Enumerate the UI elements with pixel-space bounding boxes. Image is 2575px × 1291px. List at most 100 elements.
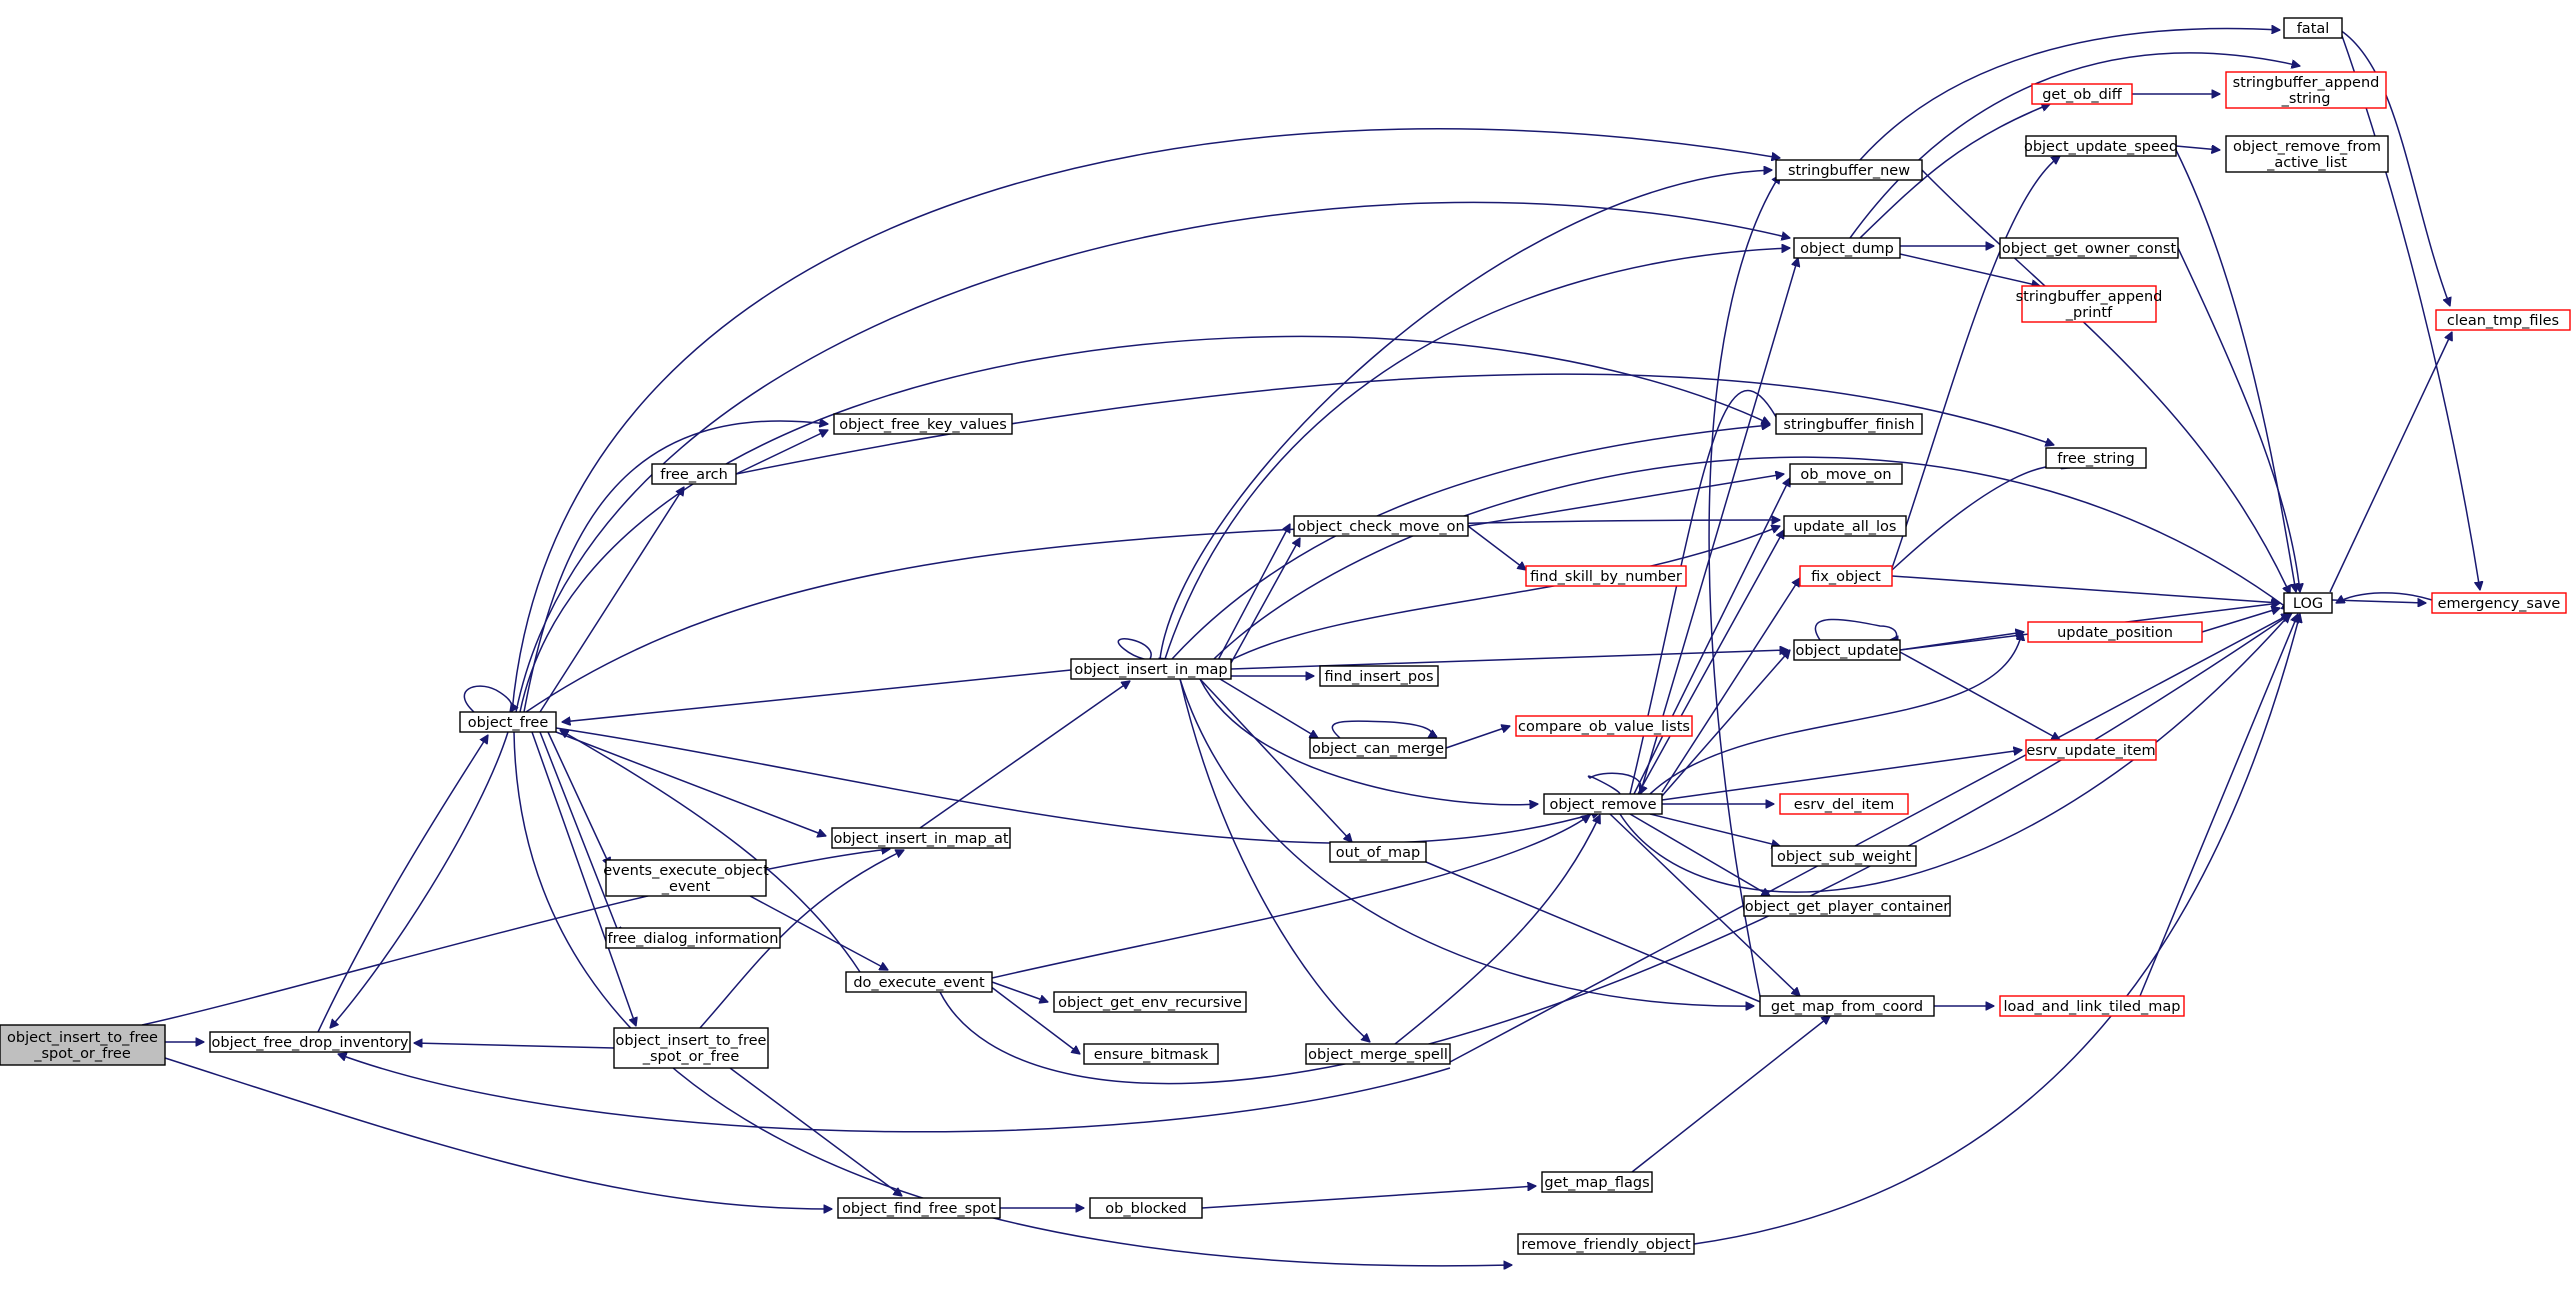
node-box	[2225, 71, 2387, 109]
node-sbas[interactable]: stringbuffer_append_string	[2225, 71, 2387, 109]
node-label: esrv_update_item	[2026, 743, 2155, 759]
node-box	[209, 1031, 411, 1053]
node-ou[interactable]: object_update	[1793, 639, 1901, 661]
node-omo[interactable]: ob_move_on	[1789, 463, 1903, 485]
edge-to-od	[1164, 248, 1790, 660]
edge-to-gmfc	[1425, 861, 1770, 1006]
node-up[interactable]: update_position	[2027, 621, 2203, 643]
node-oiima[interactable]: object_insert_in_map_at	[831, 827, 1011, 849]
node-label: update_all_los	[1794, 519, 1897, 535]
node-log[interactable]: LOG	[2283, 592, 2333, 614]
edge-to-gmfc	[1631, 1016, 1830, 1173]
node-label: fatal	[2297, 21, 2330, 37]
node-oiim[interactable]: object_insert_in_map	[1070, 658, 1232, 680]
edge-to-sbf	[519, 335, 1770, 713]
node-box	[1083, 1043, 1219, 1065]
edge-to-fs	[1891, 466, 2070, 571]
node-eeo[interactable]: events_execute_object_event	[603, 859, 769, 897]
node-rfo[interactable]: remove_friendly_object	[1517, 1233, 1695, 1255]
node-label: stringbuffer_new	[1788, 163, 1910, 179]
node-ofkv[interactable]: object_free_key_values	[833, 413, 1013, 435]
node-label: ob_move_on	[1800, 467, 1891, 483]
node-fdinf[interactable]: free_dialog_information	[605, 927, 781, 949]
edge-to-log	[2139, 614, 2298, 997]
node-label: free_dialog_information	[608, 931, 779, 947]
node-or[interactable]: object_remove	[1543, 793, 1663, 815]
edge-to-log	[1693, 614, 2300, 1245]
node-ogoc[interactable]: object_get_owner_const	[1999, 237, 2179, 259]
node-gmf[interactable]: get_map_flags	[1541, 1171, 1653, 1193]
edge-to-oger	[991, 981, 1048, 1002]
edge-to-eeo	[547, 731, 610, 866]
edge-to-of	[562, 669, 1072, 722]
edge-to-ctf	[2329, 332, 2452, 593]
node-oms[interactable]: object_merge_spell	[1305, 1043, 1451, 1065]
node-box	[2021, 285, 2157, 323]
node-oom[interactable]: out_of_map	[1329, 841, 1427, 863]
node-ous[interactable]: object_update_speed	[2024, 135, 2178, 157]
node-box	[1759, 995, 1935, 1017]
node-fdi[interactable]: object_free_drop_inventory	[209, 1031, 411, 1053]
node-fo[interactable]: fix_object	[1799, 565, 1893, 587]
node-fip[interactable]: find_insert_pos	[1319, 665, 1439, 687]
node-covl[interactable]: compare_ob_value_lists	[1515, 715, 1693, 737]
node-eb[interactable]: ensure_bitmask	[1083, 1043, 1219, 1065]
node-dee[interactable]: do_execute_event	[845, 971, 993, 993]
node-box	[0, 1024, 166, 1066]
node-label: LOG	[2293, 596, 2323, 612]
edge-to-es	[2331, 600, 2426, 603]
node-box	[1543, 793, 1663, 815]
node-god[interactable]: get_ob_diff	[2031, 83, 2133, 105]
node-box	[2225, 135, 2389, 173]
node-fatal[interactable]: fatal	[2283, 17, 2343, 39]
node-osw[interactable]: object_sub_weight	[1771, 845, 1917, 867]
node-label: emergency_save	[2438, 596, 2561, 612]
node-obb[interactable]: ob_blocked	[1089, 1197, 1203, 1219]
node-sbn[interactable]: stringbuffer_new	[1775, 159, 1923, 181]
node-lltm[interactable]: load_and_link_tiled_map	[1999, 995, 2185, 1017]
edge-to-oiima	[699, 850, 904, 1029]
node-label: object_free	[468, 715, 549, 731]
node-box	[1319, 665, 1439, 687]
edge-to-oiim	[1215, 524, 1290, 665]
node-fsbn[interactable]: find_skill_by_number	[1525, 565, 1687, 587]
node-fs[interactable]: free_string	[2045, 447, 2147, 469]
node-ocmo[interactable]: object_check_move_on	[1293, 515, 1469, 537]
node-ogpc[interactable]: object_get_player_container	[1743, 895, 1951, 917]
edge-to-up	[1899, 632, 2024, 651]
edge-to-ofkv	[523, 421, 828, 713]
node-eui[interactable]: esrv_update_item	[2025, 739, 2157, 761]
node-ocm[interactable]: object_can_merge	[1309, 737, 1447, 759]
node-box	[837, 1197, 1001, 1219]
node-es[interactable]: emergency_save	[2431, 592, 2567, 614]
node-of[interactable]: object_free	[459, 711, 557, 733]
node-root[interactable]: object_insert_to_free_spot_or_free	[0, 1024, 166, 1066]
node-orfal[interactable]: object_remove_from_active_list	[2225, 135, 2389, 173]
node-sbap[interactable]: stringbuffer_append_printf	[2016, 285, 2163, 323]
edge-to-offs	[729, 1067, 902, 1196]
edge-to-eb	[989, 985, 1080, 1054]
node-fa[interactable]: free_arch	[651, 463, 737, 485]
node-ctf[interactable]: clean_tmp_files	[2435, 309, 2571, 331]
node-label: load_and_link_tiled_map	[2004, 999, 2181, 1015]
node-offs[interactable]: object_find_free_spot	[837, 1197, 1001, 1219]
node-box	[1070, 658, 1232, 680]
node-od[interactable]: object_dump	[1793, 237, 1901, 259]
edge-to-god	[1859, 104, 2050, 239]
edge-to-log	[1194, 456, 2290, 680]
edge-to-log	[2336, 592, 2433, 603]
edge-to-sbap	[1899, 253, 2040, 286]
edge-to-sbn	[511, 128, 1780, 713]
edge-to-ual	[1637, 530, 1784, 795]
edge-to-od	[1639, 258, 1798, 795]
edge-to-oms	[1179, 678, 1370, 1042]
node-ual[interactable]: update_all_los	[1783, 515, 1907, 537]
node-oger[interactable]: object_get_env_recursive	[1053, 991, 1247, 1013]
edge-to-log	[1921, 169, 2290, 594]
node-oitf[interactable]: object_insert_to_free_spot_or_free	[613, 1027, 769, 1069]
node-sbf[interactable]: stringbuffer_finish	[1775, 413, 1923, 435]
node-gmfc[interactable]: get_map_from_coord	[1759, 995, 1935, 1017]
node-label: clean_tmp_files	[2447, 313, 2559, 329]
node-edi[interactable]: esrv_del_item	[1779, 793, 1909, 815]
edge-to-oitf	[531, 731, 636, 1026]
